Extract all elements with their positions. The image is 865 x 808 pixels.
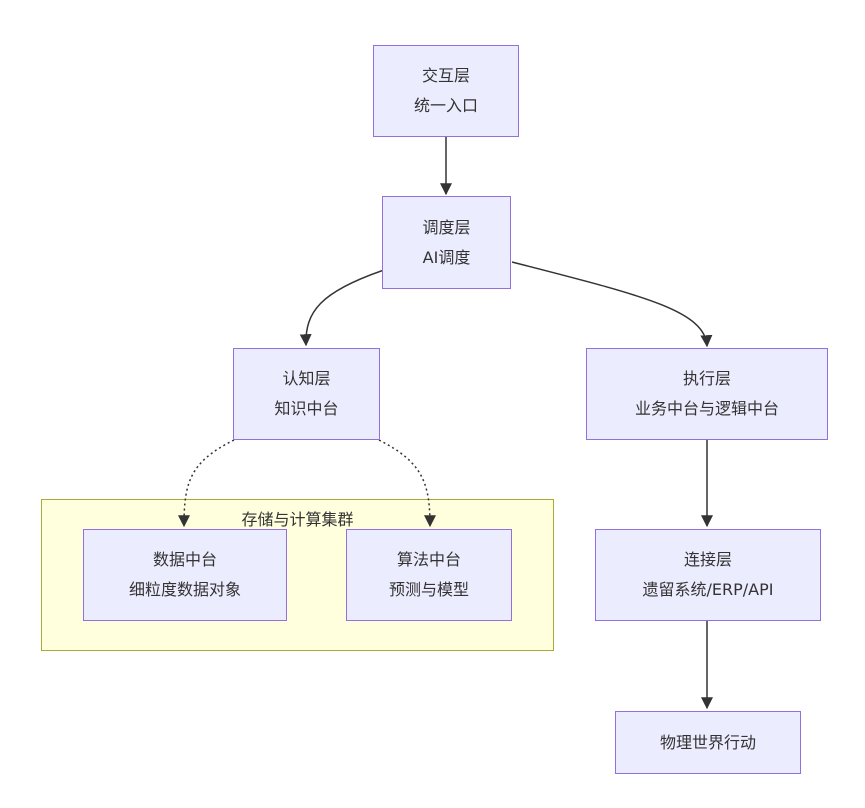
node-title: 交互层 bbox=[421, 66, 470, 85]
node-subtitle: 细粒度数据对象 bbox=[128, 580, 241, 599]
node-cognition-layer: 认知层 知识中台 bbox=[233, 348, 380, 440]
edge-cognition-to-algorithm-platform bbox=[378, 439, 436, 528]
node-title: 认知层 bbox=[282, 369, 331, 388]
edge-scheduling-to-execution bbox=[511, 261, 713, 348]
node-title: 调度层 bbox=[422, 217, 471, 237]
node-subtitle: 预测与模型 bbox=[388, 580, 469, 599]
node-subtitle: 遗留系统/ERP/API bbox=[642, 580, 774, 599]
node-execution-layer: 执行层 业务中台与逻辑中台 bbox=[586, 348, 828, 440]
node-physical-world-action: 物理世界行动 bbox=[615, 711, 801, 774]
node-subtitle: 统一入口 bbox=[413, 96, 478, 115]
node-subtitle: AI调度 bbox=[422, 247, 471, 267]
node-title: 连接层 bbox=[683, 550, 732, 569]
node-algorithm-platform: 算法中台 预测与模型 bbox=[346, 529, 512, 621]
node-scheduling-layer: 调度层 AI调度 bbox=[382, 196, 511, 289]
node-title: 数据中台 bbox=[152, 550, 217, 569]
cluster-title: 存储与计算集群 bbox=[241, 510, 354, 529]
edge-scheduling-to-cognition bbox=[299, 269, 385, 347]
edge-cognition-to-data-platform bbox=[178, 439, 235, 528]
node-subtitle: 知识中台 bbox=[274, 399, 339, 418]
node-connection-layer: 连接层 遗留系统/ERP/API bbox=[595, 529, 821, 621]
node-data-platform: 数据中台 细粒度数据对象 bbox=[83, 529, 287, 621]
node-title: 执行层 bbox=[682, 369, 731, 388]
node-title: 算法中台 bbox=[396, 550, 461, 569]
node-title: 物理世界行动 bbox=[659, 732, 756, 752]
node-interaction-layer: 交互层 统一入口 bbox=[373, 45, 519, 137]
node-subtitle: 业务中台与逻辑中台 bbox=[634, 399, 779, 418]
